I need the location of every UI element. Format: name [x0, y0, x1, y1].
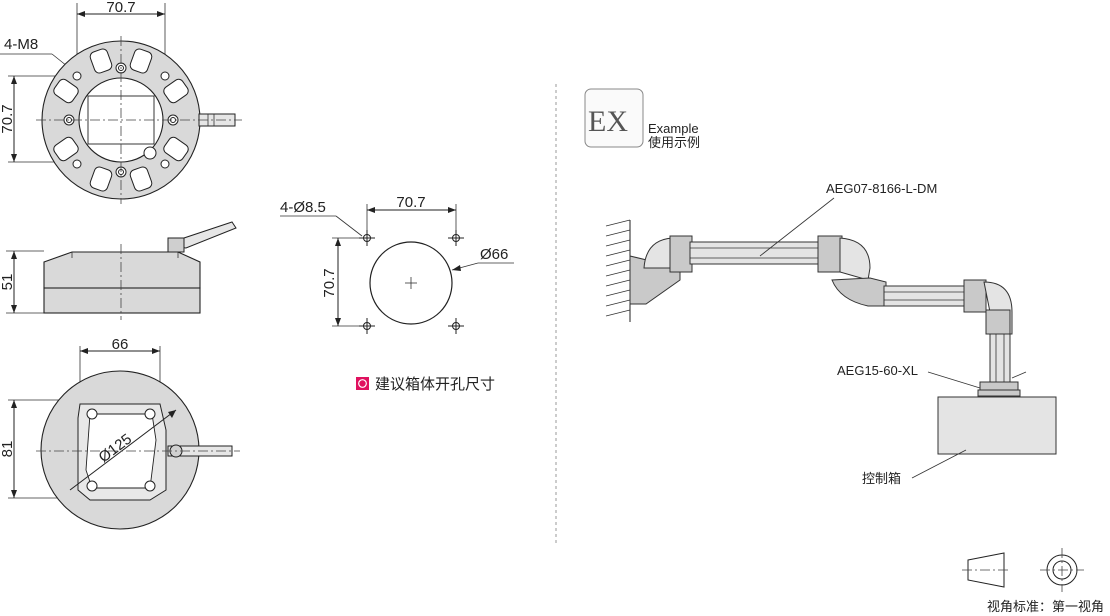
bottom-dim-height: 81 [0, 441, 16, 458]
top-hole-note: 4-M8 [4, 36, 38, 53]
arm-assembly [643, 235, 1027, 397]
label-arm: AEG07-8166-L-DM [826, 181, 937, 196]
projection-text: 视角标准：第一视角 [987, 600, 1104, 615]
bottom-dim-width: 66 [112, 336, 129, 353]
cutout-dim-diameter: Ø66 [480, 246, 508, 263]
cutout-hole-note: 4-Ø8.5 [280, 199, 326, 216]
top-view: 70.7 4-M8 70.7 [0, 0, 242, 204]
top-dim-height: 70.7 [0, 104, 16, 133]
projection-symbol: 视角标准：第一视角 [962, 548, 1104, 615]
control-box [937, 396, 1057, 455]
side-view: 51 [0, 221, 237, 320]
cutout-view: 4-Ø8.5 70.7 70.7 Ø6 [280, 194, 514, 393]
top-dim-width: 70.7 [106, 0, 135, 16]
ex-badge-text: EX [588, 105, 628, 138]
cutout-dim-height: 70.7 [321, 268, 338, 297]
label-box: 控制箱 [862, 471, 901, 487]
legend-swatch [356, 377, 369, 390]
example-title-en: Example [648, 121, 699, 136]
wall-mount [605, 219, 681, 322]
label-joint: AEG15-60-XL [837, 363, 918, 378]
bottom-view: 66 81 Ø125 [0, 336, 240, 530]
legend-text: 建议箱体开孔尺寸 [375, 375, 495, 393]
example-section: EX Example 使用示例 [584, 88, 1057, 487]
cutout-dim-width: 70.7 [396, 194, 425, 211]
ex-badge [584, 88, 644, 148]
example-title-cn: 使用示例 [648, 135, 700, 151]
side-dim-height: 51 [0, 274, 16, 291]
